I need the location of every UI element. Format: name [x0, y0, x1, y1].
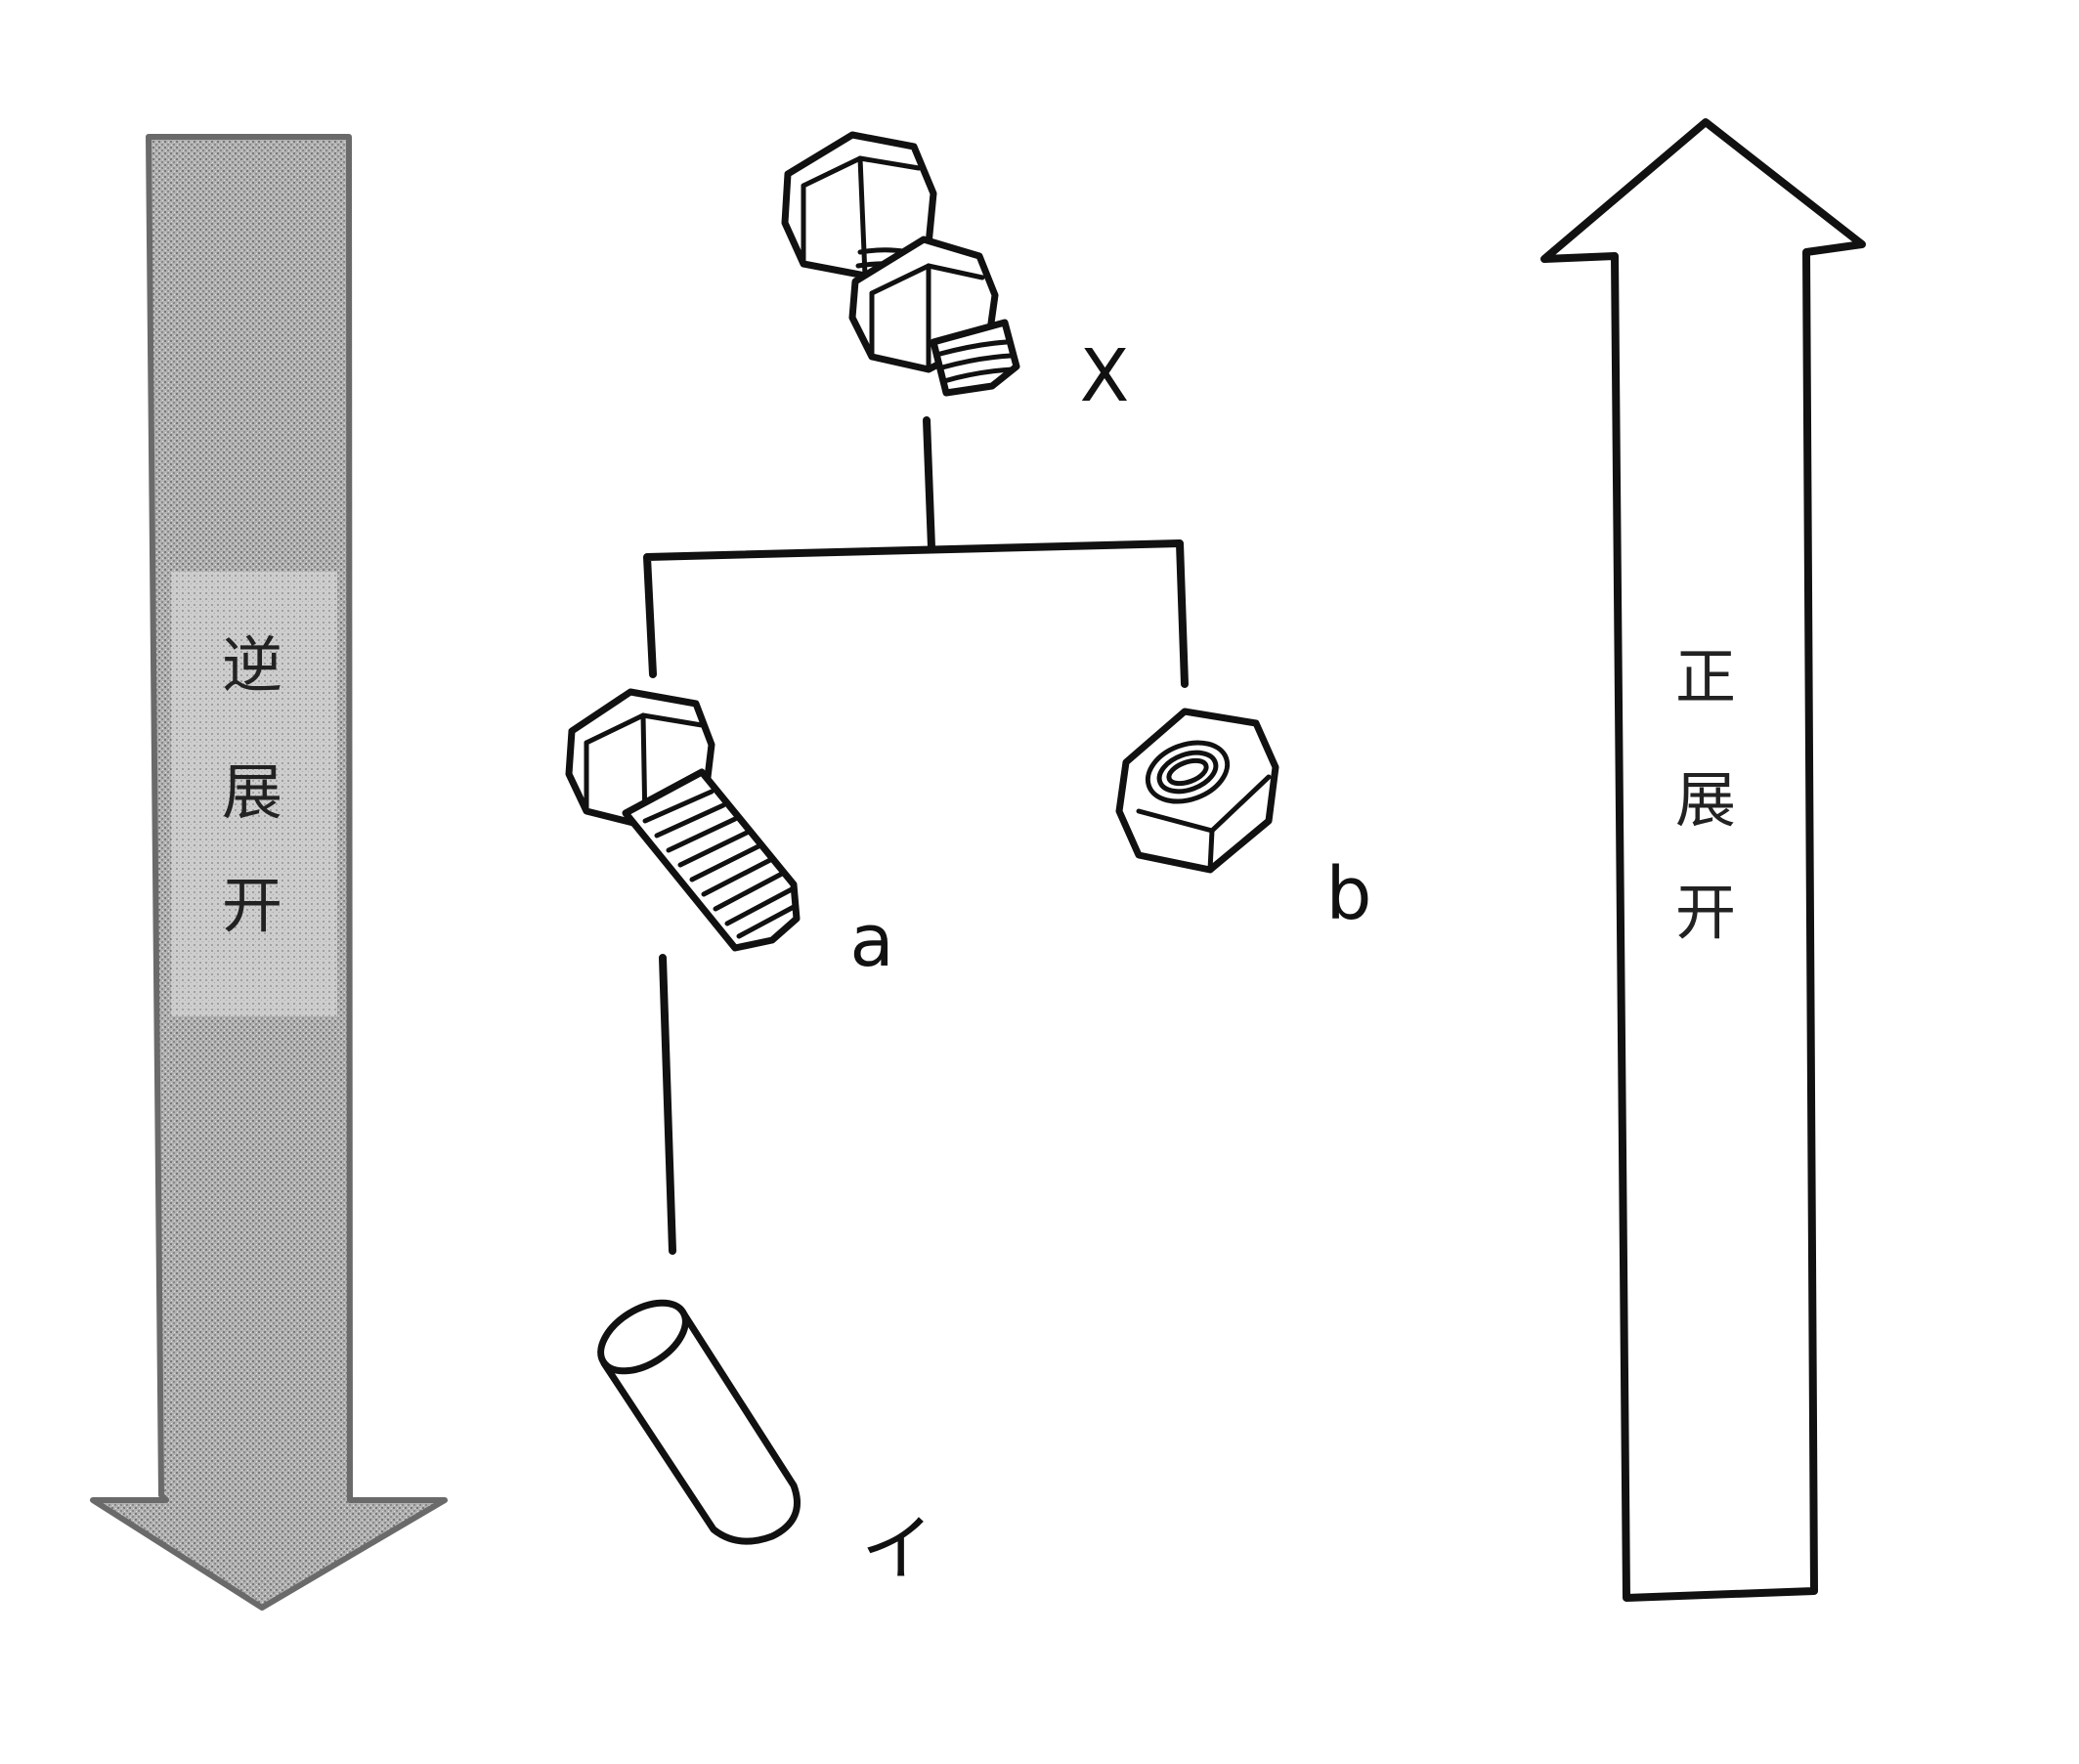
forward-arrow-char-1: 正	[1675, 641, 1736, 712]
reverse-arrow-text-panel	[171, 572, 337, 1016]
forward-arrow-shape	[1540, 118, 1866, 1602]
reverse-arrow-char-1: 逆	[222, 629, 282, 701]
reverse-arrow-char-2: 展	[222, 756, 282, 828]
forward-arrow-char-2: 展	[1675, 764, 1736, 836]
grandchild-label: イ	[861, 1507, 933, 1591]
cylinder-rod-icon	[597, 1299, 801, 1545]
root-label: X	[1080, 334, 1130, 418]
child-a-label: a	[849, 899, 893, 983]
reverse-expansion-arrow: 逆 展 开	[90, 134, 448, 1611]
reverse-arrow-char-3: 开	[222, 870, 282, 941]
connector-root-stem	[923, 416, 935, 551]
forward-arrow-char-3: 开	[1675, 877, 1736, 948]
child-b-label: b	[1326, 852, 1372, 936]
forward-expansion-arrow: 正 展 开	[1540, 118, 1866, 1602]
tree-connectors	[643, 416, 1189, 1255]
bolt-and-nut-assembly-icon	[781, 131, 1020, 397]
connector-branch-bar	[643, 539, 1189, 688]
connector-a-to-i	[659, 954, 676, 1255]
nut-icon	[1115, 708, 1279, 874]
bolt-icon	[565, 688, 801, 952]
